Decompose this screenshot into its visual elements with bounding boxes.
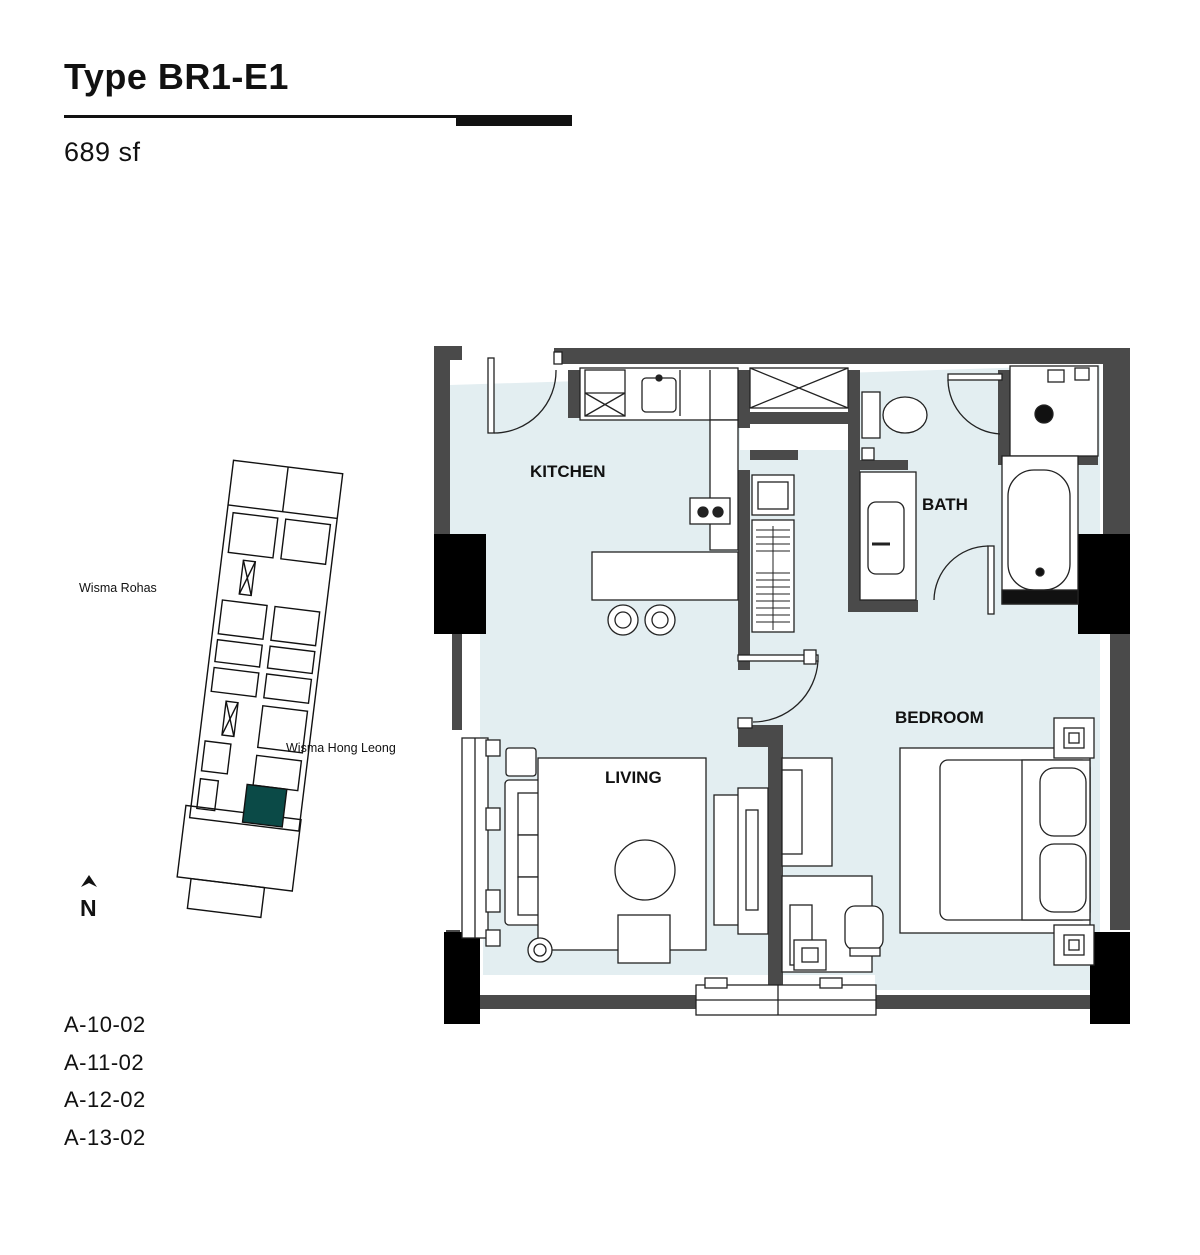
room-label-kitchen: KITCHEN [530,462,606,481]
key-plan: Wisma Rohas Wisma Hong Leong N [79,459,396,921]
north-label: N [80,895,97,921]
title-underline [64,115,572,118]
structural-columns [434,534,1130,1024]
coffee-table-icon [614,839,676,901]
kitchen-sink-icon [641,377,677,413]
bar-stool-icon [607,604,676,636]
bathtub-icon [1001,455,1079,605]
toilet-icon [861,391,928,439]
floor-lamp-icon [527,937,553,963]
north-arrow-icon [81,875,97,887]
unit-type-title: Type BR1-E1 [64,56,289,97]
cooktop-icon [689,497,731,525]
unit-number: A-12-02 [64,1087,146,1112]
bedside-lamp-icon [793,939,827,971]
room-label-bedroom: BEDROOM [895,708,984,727]
unit-number: A-13-02 [64,1124,146,1150]
unit-area: 689 sf [64,137,141,167]
kitchen-island [591,551,739,601]
entry-door [487,357,495,434]
unit-number: A-11-02 [64,1049,145,1075]
kitchen-side-counter [709,419,739,551]
room-label-living: LIVING [605,768,662,787]
bed-icon [899,747,1091,934]
key-plan-unit-highlight [241,783,288,828]
armchair-icon [617,914,671,964]
unit-number: A-10-02 [64,1012,146,1037]
title-underline-accent [456,116,572,126]
tv-console-icon [713,787,769,935]
key-plan-label-wisma-hong-leong: Wisma Hong Leong [286,741,396,755]
nightstand-icon [1053,717,1095,966]
unit-number-list: A-10-02 A-11-02 A-12-02 A-13-02 [64,1012,146,1162]
key-plan-tower-outline [188,459,344,832]
desk-chair-icon [844,905,884,951]
key-plan-label-wisma-rohas: Wisma Rohas [79,581,157,595]
room-label-bath: BATH [922,495,968,514]
key-plan-stair [238,559,257,597]
floor-plan: KITCHEN BATH BEDROOM LIVING [434,346,1130,1024]
